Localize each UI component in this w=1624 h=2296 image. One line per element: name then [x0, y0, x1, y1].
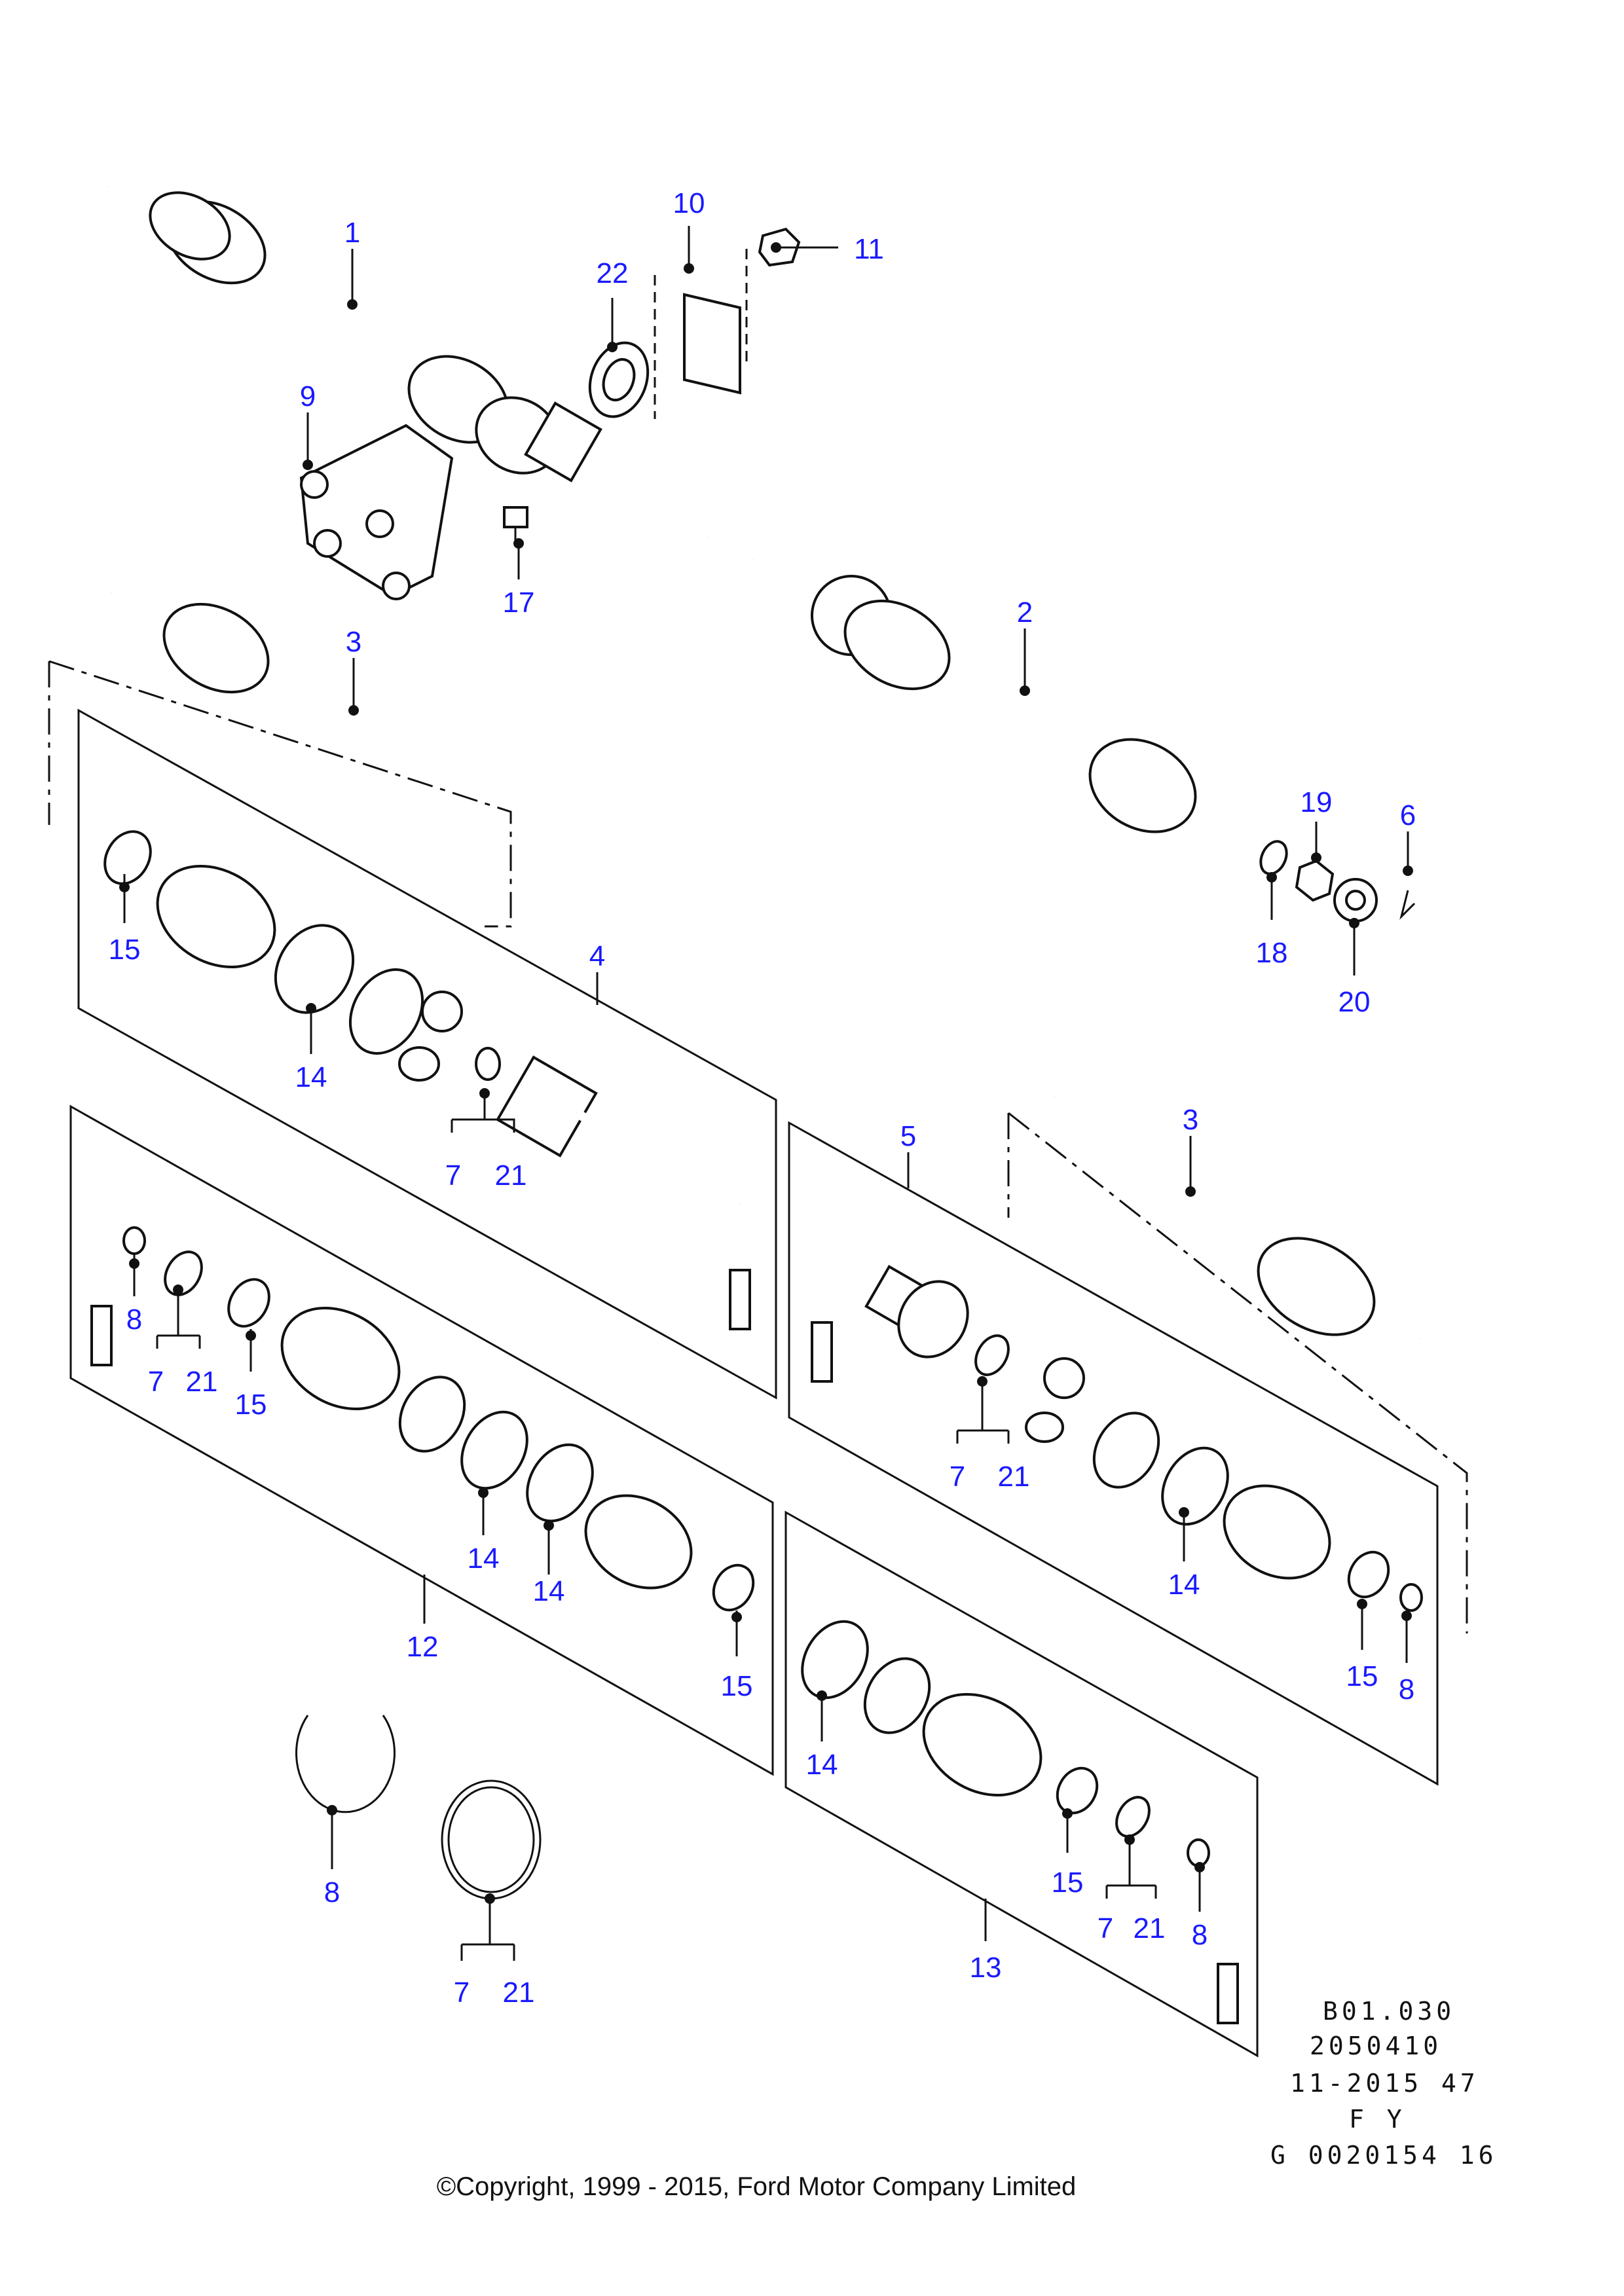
callout-15-box13: 15	[1052, 1867, 1084, 1899]
callout-7-box12: 7	[148, 1366, 164, 1398]
reference-line-1: B01.030	[1323, 1997, 1456, 2026]
callout-14-box4: 14	[295, 1061, 327, 1093]
repair-kit-box-13	[784, 1510, 1259, 2058]
callout-19: 19	[1301, 786, 1333, 818]
callout-7-box13: 7	[1098, 1912, 1113, 1944]
callout-12: 12	[407, 1631, 439, 1663]
callout-8-box13: 8	[1192, 1919, 1208, 1951]
leader-lines	[119, 226, 1413, 1961]
callout-6: 6	[1400, 799, 1416, 831]
callout-9: 9	[300, 380, 316, 412]
callout-21-box13: 21	[1134, 1912, 1166, 1944]
repair-kit-box-5	[788, 1121, 1439, 1786]
bracket-part-9	[299, 424, 454, 600]
callout-1: 1	[344, 217, 360, 249]
callout-15-box12-left: 15	[235, 1389, 267, 1421]
dashdot-outline-right	[1007, 1112, 1468, 1633]
repair-kit-box-12	[69, 1104, 774, 1776]
callout-4: 4	[589, 940, 605, 972]
callout-21-box5: 21	[998, 1461, 1030, 1493]
circlip-part-8-loose	[295, 1715, 396, 1813]
callout-7-loose: 7	[454, 1977, 470, 2009]
callout-8-box5: 8	[1399, 1673, 1414, 1705]
reference-line-4: F Y	[1349, 2105, 1406, 2134]
callout-10: 10	[673, 187, 705, 219]
callout-15-box4: 15	[109, 934, 141, 966]
callout-17: 17	[503, 587, 535, 619]
hub-nut-part-19	[1295, 859, 1335, 902]
callout-7-box4: 7	[445, 1159, 461, 1192]
retainer-part-20	[1333, 878, 1378, 922]
driveshaft-part-3-right	[1052, 1094, 1423, 1341]
callout-15-box12-right: 15	[721, 1670, 753, 1702]
callout-13: 13	[970, 1952, 1002, 1984]
dashdot-outline-left	[48, 660, 512, 928]
bearing-clamp-part-10	[654, 249, 748, 419]
callout-3-left: 3	[346, 626, 361, 658]
callout-22: 22	[597, 257, 629, 289]
copyright-notice: ©Copyright, 1999 - 2015, Ford Motor Comp…	[436, 2172, 1077, 2201]
reference-line-3: 11-2015 47	[1290, 2069, 1479, 2098]
callout-14-box12-a: 14	[468, 1542, 500, 1575]
bolt-part-17	[503, 506, 528, 547]
reference-line-2: 2050410	[1310, 2032, 1443, 2060]
washer-part-18	[1259, 840, 1288, 875]
callout-2: 2	[1017, 596, 1033, 629]
split-pin-part-6	[1399, 890, 1416, 920]
driveshaft-part-1	[106, 183, 709, 540]
callout-21-box4: 21	[495, 1159, 527, 1192]
callout-14-box12-b: 14	[533, 1575, 565, 1607]
driveshaft-part-3-left	[110, 590, 499, 808]
clamp-ring-part-7-21-loose	[441, 1779, 542, 1900]
callout-15-box5: 15	[1346, 1660, 1378, 1692]
center-bearing-part-22	[588, 341, 650, 418]
callout-18: 18	[1256, 937, 1288, 969]
repair-kit-box-4	[77, 708, 777, 1400]
callout-3-right: 3	[1183, 1104, 1198, 1136]
driveshaft-part-2	[751, 556, 1266, 848]
reference-line-5: G 0020154 16	[1270, 2141, 1498, 2170]
callout-5: 5	[900, 1120, 916, 1152]
callout-14-box13: 14	[806, 1749, 838, 1781]
callout-8-loose: 8	[324, 1876, 340, 1908]
callout-14-box5: 14	[1168, 1569, 1200, 1601]
callout-21-box12: 21	[186, 1366, 218, 1398]
callout-11: 11	[854, 233, 884, 265]
callout-8-box12: 8	[126, 1303, 142, 1336]
callout-20: 20	[1338, 986, 1371, 1018]
callout-7-box5: 7	[950, 1461, 965, 1493]
callout-labels: 1 2 3 4 5 3 6 9 10 11 22 17 19 18 20 15 …	[109, 187, 1416, 2009]
callout-21-loose: 21	[503, 1977, 535, 2009]
